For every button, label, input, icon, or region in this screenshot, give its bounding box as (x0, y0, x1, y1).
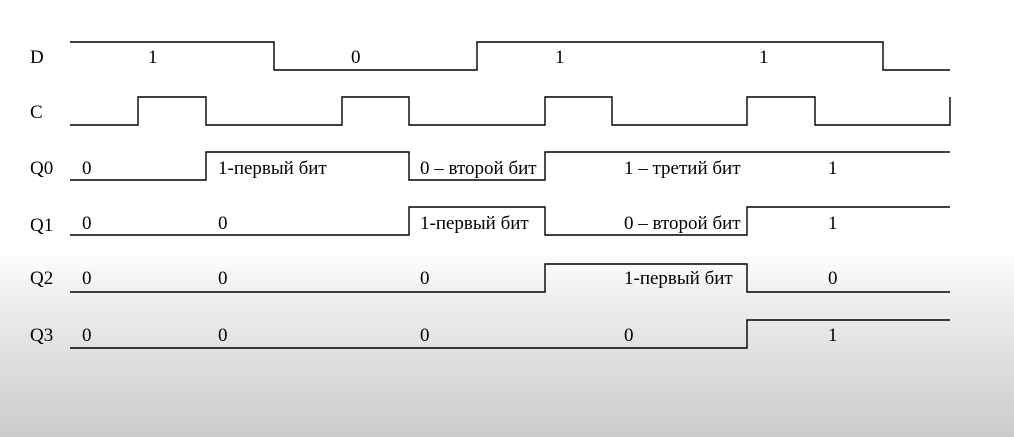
signal-name-d: D (30, 47, 44, 68)
state-label-q3-1: 0 (82, 325, 92, 346)
state-label-q2-3: 0 (420, 268, 430, 289)
state-label-q0-3: 0 – второй бит (420, 158, 537, 179)
state-label-q3-3: 0 (420, 325, 430, 346)
state-label-q3-2: 0 (218, 325, 228, 346)
state-label-d-1: 1 (148, 47, 158, 68)
signal-name-q3: Q3 (30, 325, 53, 346)
state-label-q3-4: 0 (624, 325, 634, 346)
state-label-q2-2: 0 (218, 268, 228, 289)
state-label-q1-2: 0 (218, 213, 228, 234)
waveform-q0 (70, 151, 950, 181)
signal-name-q2: Q2 (30, 268, 53, 289)
state-label-q2-1: 0 (82, 268, 92, 289)
waveform-q1 (70, 206, 950, 236)
state-label-q3-5: 1 (828, 325, 838, 346)
signal-name-c: C (30, 102, 43, 123)
state-label-q0-5: 1 (828, 158, 838, 179)
state-label-q1-4: 0 – второй бит (624, 213, 741, 234)
signal-name-q1: Q1 (30, 215, 53, 236)
state-label-q1-1: 0 (82, 213, 92, 234)
state-label-q2-5: 0 (828, 268, 838, 289)
state-label-q1-5: 1 (828, 213, 838, 234)
state-label-q2-4: 1-первый бит (624, 268, 733, 289)
state-label-d-4: 1 (759, 47, 769, 68)
signal-name-q0: Q0 (30, 158, 53, 179)
waveform-c (70, 96, 951, 126)
state-label-d-2: 0 (351, 47, 361, 68)
waveform-q2 (70, 263, 950, 293)
state-label-q0-4: 1 – третий бит (624, 158, 741, 179)
state-label-q0-2: 1-первый бит (218, 158, 327, 179)
state-label-q0-1: 0 (82, 158, 92, 179)
state-label-q1-3: 1-первый бит (420, 213, 529, 234)
waveform-d (70, 41, 950, 71)
waveform-q3 (70, 319, 950, 349)
state-label-d-3: 1 (555, 47, 565, 68)
